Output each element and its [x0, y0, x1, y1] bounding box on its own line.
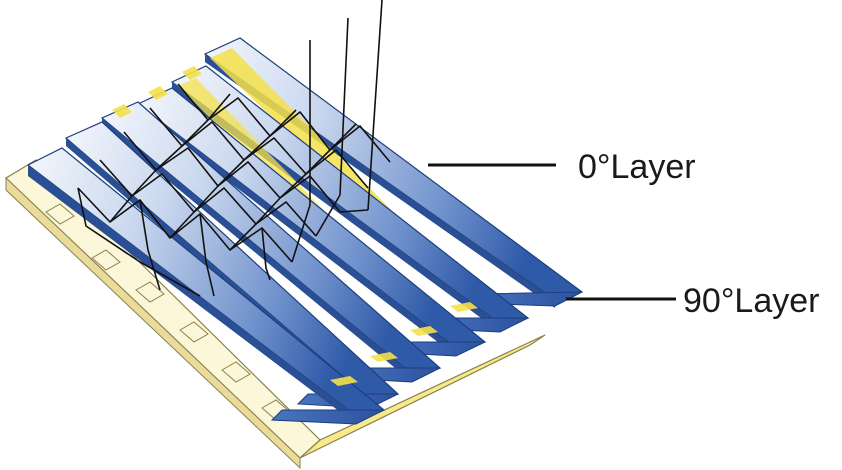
- layer-0-label: 0°Layer: [578, 148, 696, 186]
- layer-90-label: 90°Layer: [683, 282, 820, 320]
- stitch-yarn: [77, 0, 391, 297]
- strip-6: [26, 147, 386, 425]
- yellow-gaps: [112, 66, 478, 386]
- layer-90-base: [5, 159, 546, 470]
- layer-0-strips: [26, 37, 584, 425]
